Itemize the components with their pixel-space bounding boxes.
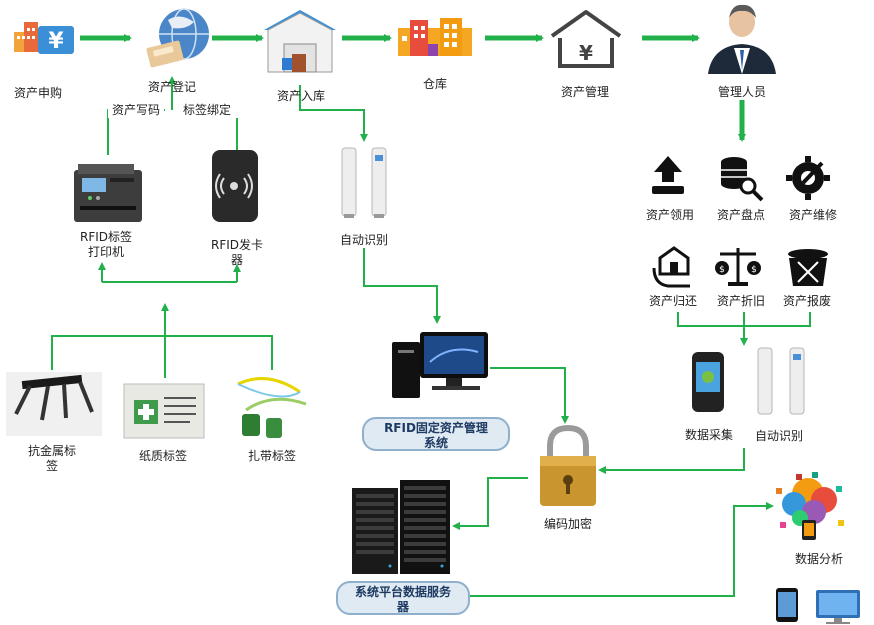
svg-text:$: $ bbox=[719, 265, 725, 275]
rfid-printer-icon bbox=[74, 164, 142, 222]
warehouse-icon bbox=[398, 18, 472, 56]
smartphone-icon bbox=[776, 588, 798, 622]
connectors bbox=[51, 34, 811, 597]
cable-tie-tag-icon bbox=[237, 377, 307, 438]
label-rfid-printer: RFID标签 打印机 bbox=[79, 230, 133, 259]
monitor-icon bbox=[816, 590, 860, 624]
label-encryption: 编码加密 bbox=[543, 517, 592, 531]
label-tag-bind: 标签绑定 bbox=[176, 103, 238, 118]
label-data-collection: 数据采集 bbox=[684, 428, 733, 442]
gear-wrench-icon bbox=[786, 156, 830, 200]
asset-requisition-icon bbox=[652, 156, 684, 194]
asset-management-icon: ¥ bbox=[550, 10, 622, 68]
label-cable-tag: 扎带标签 bbox=[247, 449, 296, 463]
rfid-gate-right-icon bbox=[757, 347, 805, 415]
label-auto-identify-top: 自动识别 bbox=[339, 233, 388, 247]
handheld-scanner-icon bbox=[692, 352, 724, 412]
asset-return-icon bbox=[652, 246, 690, 288]
rfid-card-reader-icon bbox=[212, 150, 258, 222]
svg-text:¥: ¥ bbox=[48, 29, 64, 54]
purchase-icon: ¥ bbox=[14, 22, 74, 54]
manager-icon bbox=[708, 4, 776, 74]
rfid-system-pill: RFID固定资产管理 系统 bbox=[362, 417, 510, 451]
label-asset-depreciation: 资产折旧 bbox=[716, 294, 765, 308]
label-manager: 管理人员 bbox=[717, 85, 766, 99]
server-rack-icon bbox=[352, 480, 450, 574]
label-asset-maintenance: 资产维修 bbox=[788, 208, 837, 222]
rfid-gate-icon bbox=[341, 147, 387, 218]
label-paper-tag: 纸质标签 bbox=[138, 449, 187, 463]
label-rfid-card-issuer: RFID发卡 器 bbox=[210, 238, 264, 267]
arrow-devices-lock bbox=[598, 448, 745, 474]
arrow-inbound-autoid bbox=[299, 85, 368, 142]
lock-icon bbox=[540, 424, 596, 506]
label-anti-metal-tag: 抗金属标 签 bbox=[27, 444, 76, 473]
arrow-lock-server bbox=[452, 477, 528, 530]
label-asset-purchase: 资产申购 bbox=[13, 86, 62, 100]
desktop-computer-icon bbox=[392, 332, 488, 398]
arrow-autoid-system bbox=[363, 248, 441, 324]
globe-icon bbox=[146, 8, 209, 68]
scale-icon: $ $ bbox=[715, 248, 761, 286]
cloud-analytics-icon bbox=[776, 472, 844, 540]
arrow-system-lock bbox=[490, 367, 569, 424]
svg-text:$: $ bbox=[751, 265, 757, 275]
label-asset-inventory: 资产盘点 bbox=[716, 208, 765, 222]
label-asset-management: 资产管理 bbox=[560, 85, 609, 99]
anti-metal-tag-icon bbox=[6, 372, 102, 436]
arrow-server-analysis bbox=[468, 502, 774, 597]
label-auto-identify-right: 自动识别 bbox=[754, 429, 803, 443]
svg-text:¥: ¥ bbox=[579, 41, 593, 65]
label-warehouse: 仓库 bbox=[422, 77, 447, 91]
label-data-analysis: 数据分析 bbox=[794, 552, 843, 566]
house-icon bbox=[264, 10, 336, 73]
label-asset-inbound: 资产入库 bbox=[276, 89, 325, 103]
platform-server-pill: 系统平台数据服务 器 bbox=[336, 581, 470, 615]
paper-tag-icon bbox=[123, 383, 205, 439]
label-asset-register: 资产登记 bbox=[147, 80, 196, 94]
database-search-icon bbox=[721, 157, 764, 202]
label-asset-return: 资产归还 bbox=[648, 294, 697, 308]
label-asset-scrap: 资产报废 bbox=[782, 294, 831, 308]
label-asset-write: 资产写码 bbox=[108, 103, 164, 118]
line-tags-bus bbox=[51, 335, 273, 370]
label-asset-requisition: 资产领用 bbox=[645, 208, 694, 222]
trash-bin-icon bbox=[788, 249, 828, 286]
